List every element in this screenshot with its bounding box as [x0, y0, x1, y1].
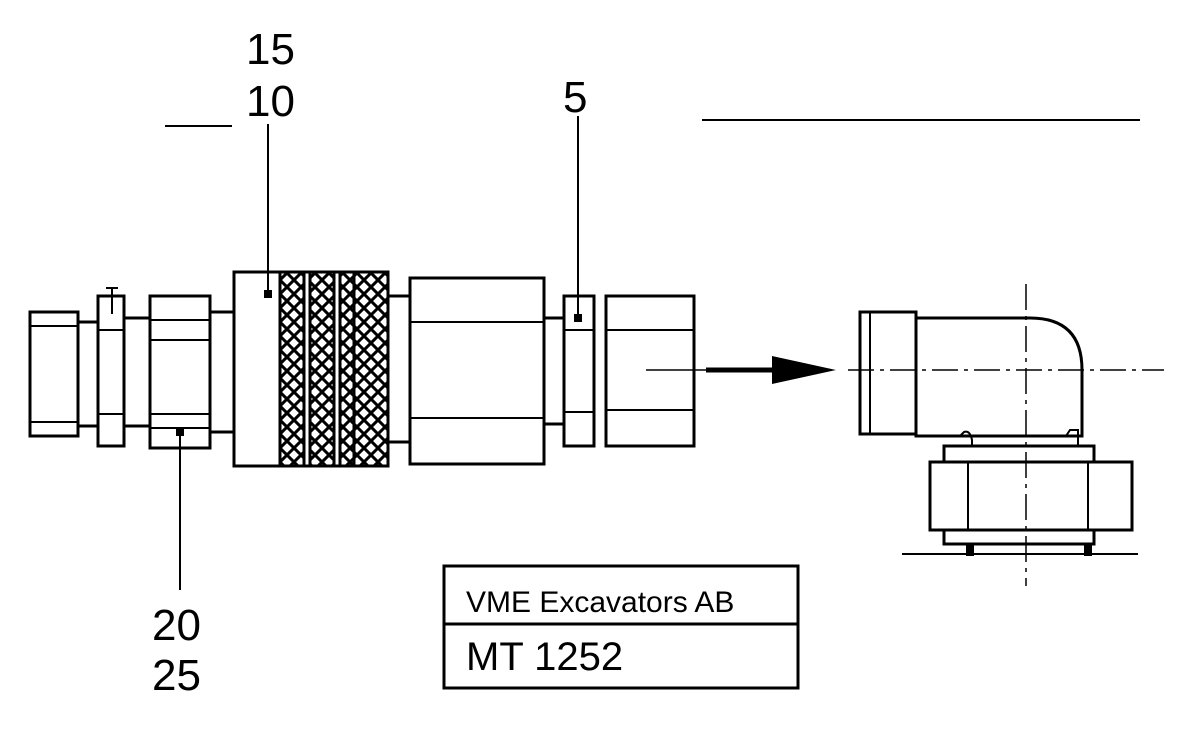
title-block: VME Excavators AB MT 1252: [442, 564, 800, 690]
coupling-body-hex: [408, 276, 546, 466]
quick-coupling-sleeve: [232, 270, 390, 468]
leader-dot-20-25: [176, 428, 184, 436]
leader-dot-15-10: [264, 290, 272, 298]
body-neck: [542, 316, 566, 426]
callout-15: 15: [246, 25, 295, 74]
union-nut: [604, 294, 696, 448]
callout-20: 20: [152, 601, 201, 650]
company-name: VME Excavators AB: [466, 586, 734, 619]
adapter-neck-right: [208, 310, 236, 434]
end-nut-neck: [76, 320, 100, 428]
small-lock-nut: [96, 287, 126, 448]
lock-nut: [562, 294, 596, 448]
adapter-neck-left: [122, 316, 152, 428]
sleeve-collar: [386, 294, 412, 444]
leader-dot-5: [574, 314, 582, 322]
callout-25: 25: [152, 651, 201, 700]
end-nut: [28, 310, 80, 438]
elbow-fitting: [858, 310, 1138, 556]
drawing-number: MT 1252: [466, 635, 623, 679]
arrow-head: [772, 356, 836, 384]
callout-10: 10: [246, 77, 295, 126]
hex-adapter: [148, 294, 212, 450]
callout-5: 5: [563, 73, 587, 122]
